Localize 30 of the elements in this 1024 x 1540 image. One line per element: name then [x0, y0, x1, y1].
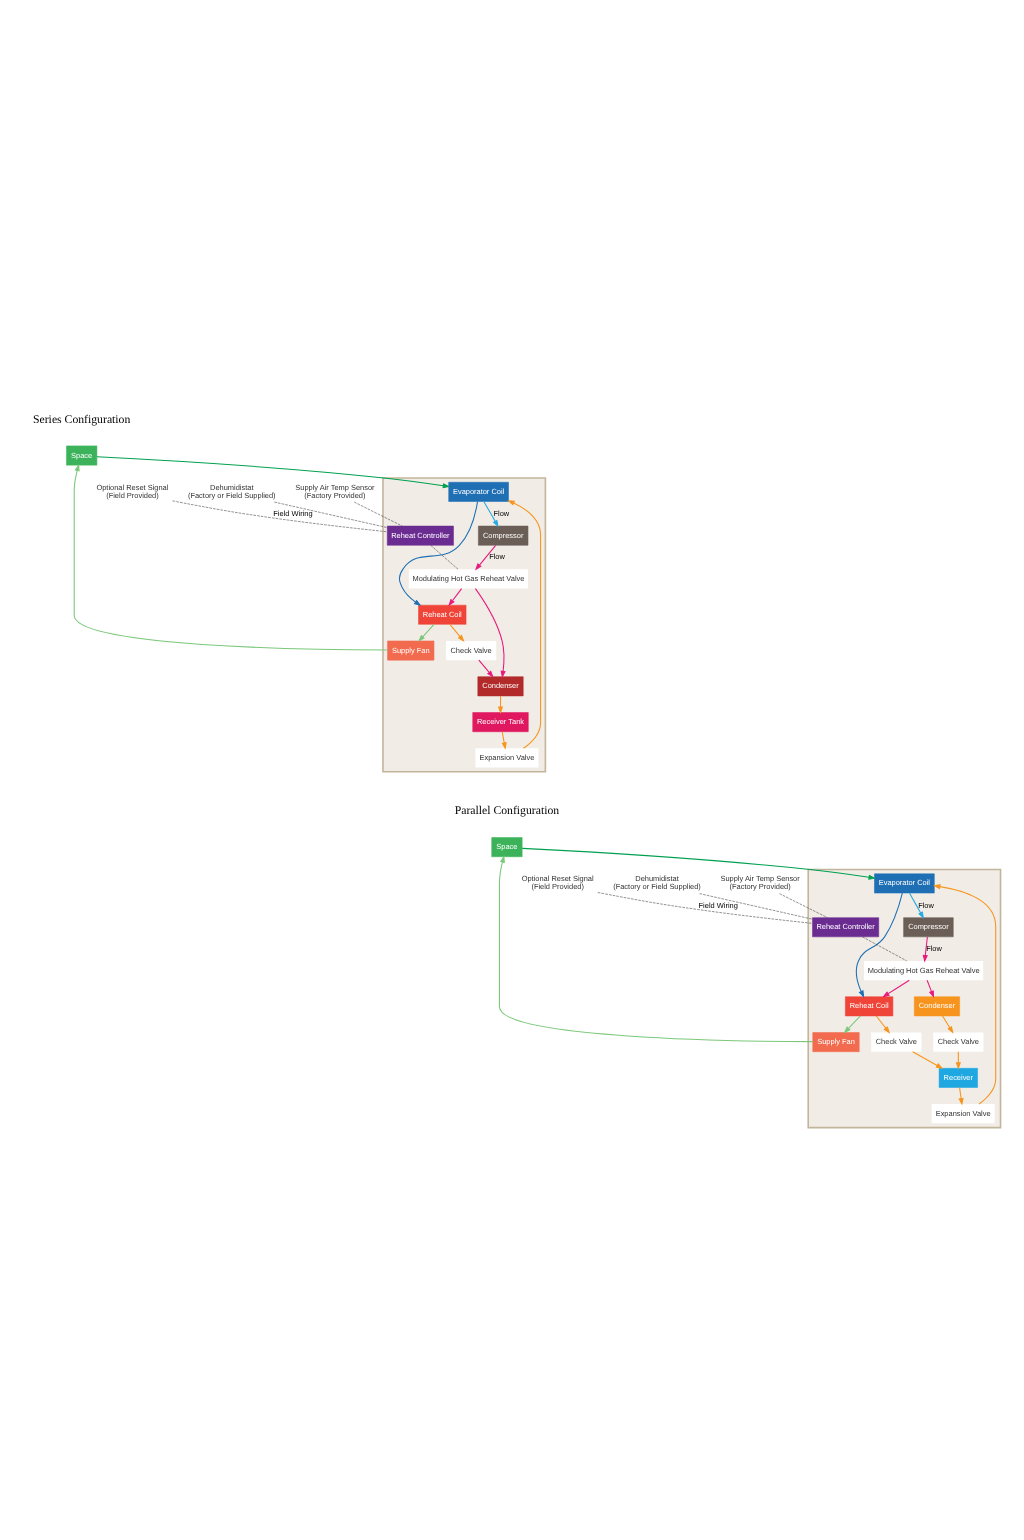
arrow [882, 978, 910, 997]
arrow [958, 1086, 964, 1105]
arrow [449, 622, 465, 642]
connector [862, 935, 907, 961]
arrow [855, 891, 903, 997]
connector [430, 544, 459, 569]
arrow [875, 1014, 891, 1033]
arrow [498, 854, 814, 1042]
arrow [912, 1050, 944, 1068]
arrow [398, 500, 479, 605]
arrow [843, 1014, 861, 1033]
arrow [474, 587, 506, 678]
arrow [507, 499, 542, 748]
arrow [474, 543, 497, 570]
connector [354, 500, 403, 526]
arrow [96, 455, 451, 488]
arrow [942, 1014, 954, 1033]
arrow [909, 891, 925, 919]
arrow [448, 587, 463, 606]
cluster [807, 867, 1002, 1128]
arrow [483, 500, 499, 527]
connector [274, 500, 388, 527]
arrow [521, 846, 876, 879]
arrow [501, 730, 507, 749]
cluster [382, 476, 547, 772]
arrow [926, 978, 935, 998]
arrow [478, 658, 494, 677]
arrow [73, 462, 389, 650]
arrow [418, 622, 435, 641]
arrow [922, 935, 928, 962]
